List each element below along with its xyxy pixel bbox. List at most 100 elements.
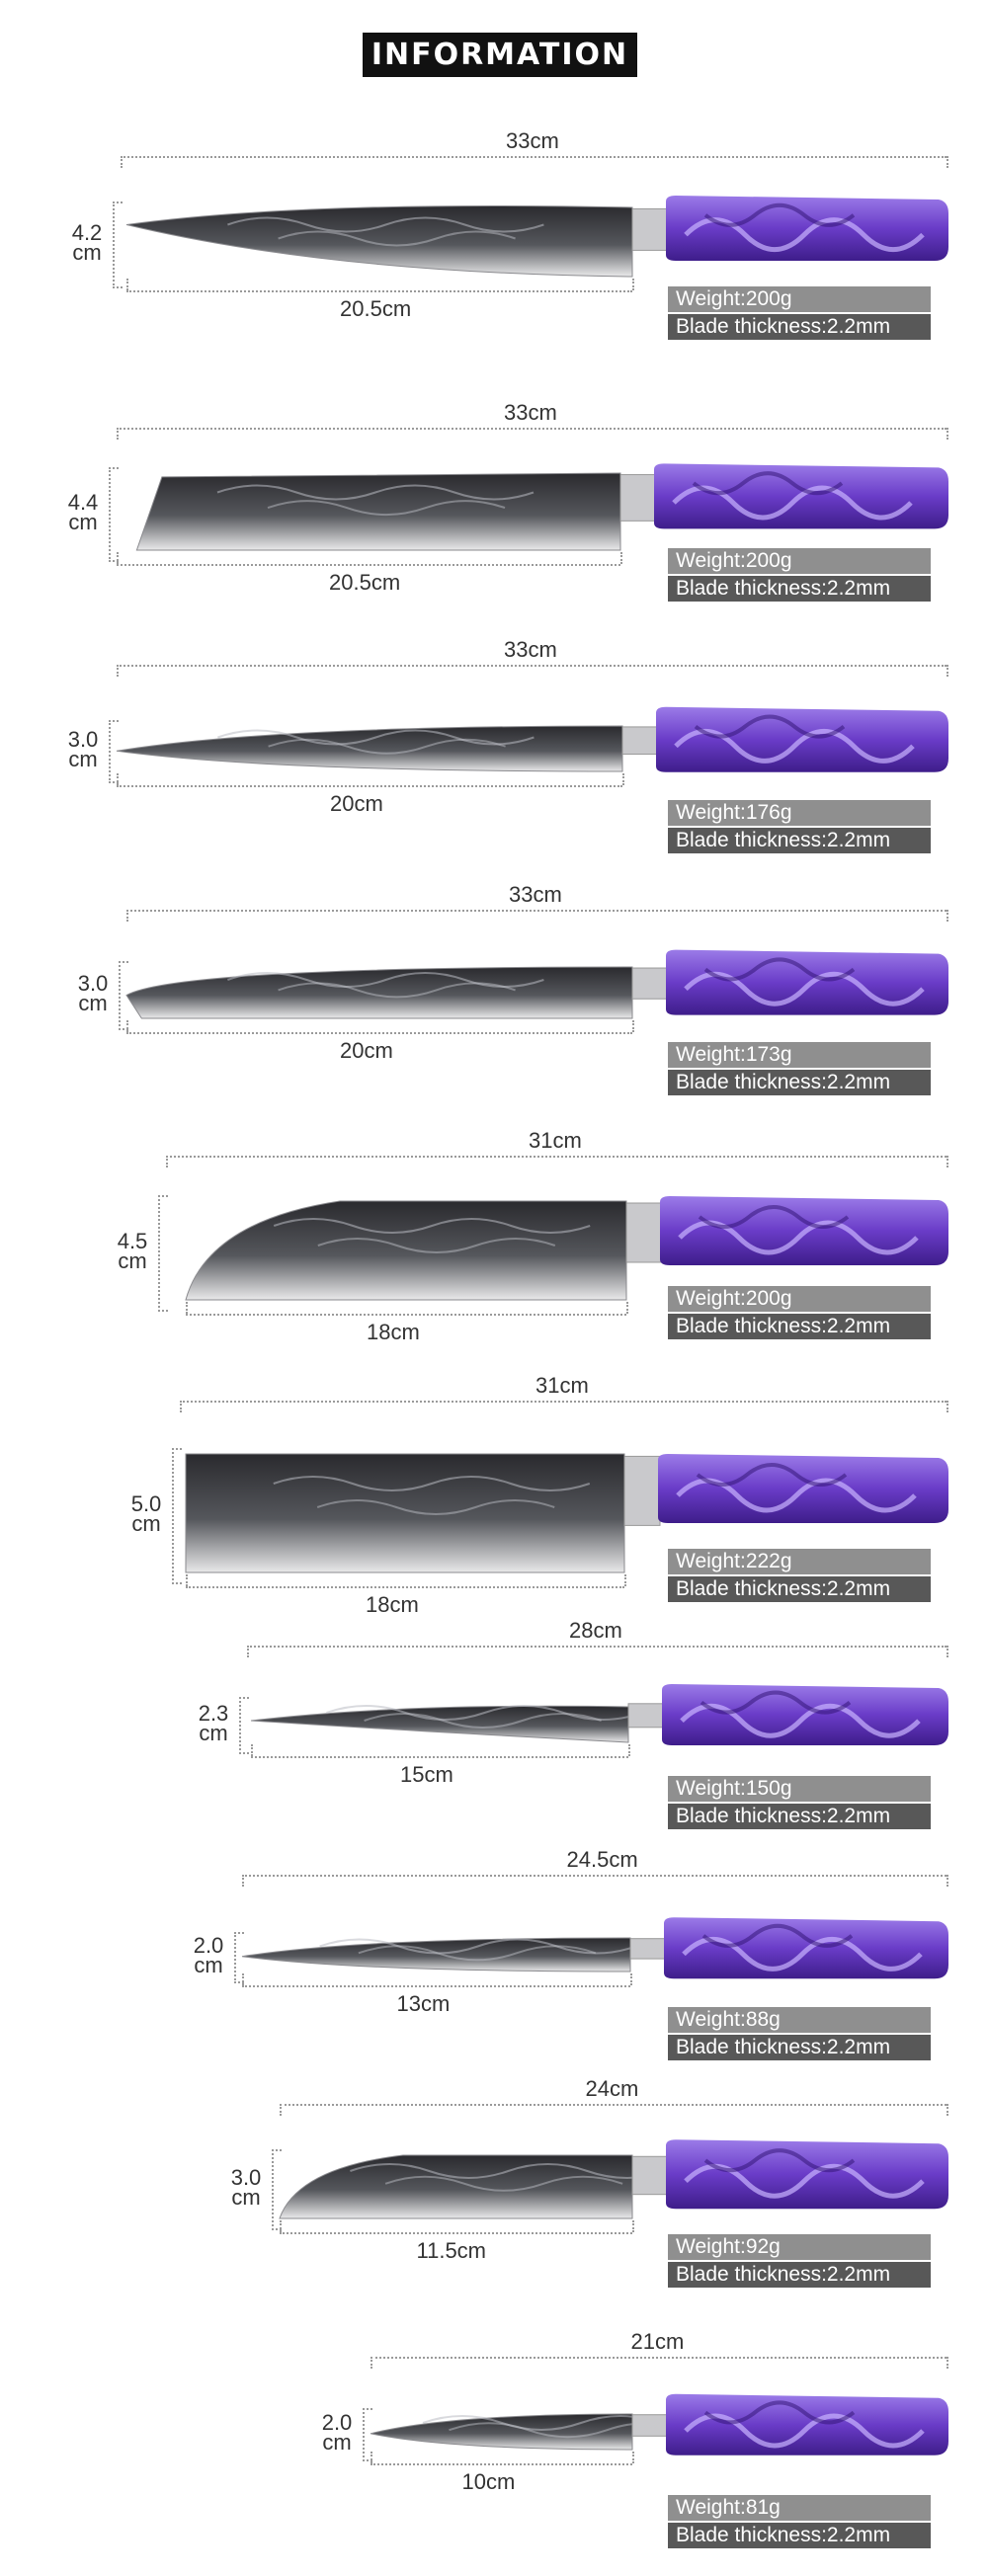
dimension-tick [126, 279, 128, 290]
blade-length-label: 20cm [340, 1038, 393, 1063]
blade-width-value: 3.0 [77, 971, 109, 996]
dimension-tick [166, 1156, 168, 1167]
santoku-icon [185, 1196, 948, 1301]
dimension-tick [947, 910, 948, 922]
overall-length-line [126, 910, 947, 912]
blade-width-bracket [363, 2408, 372, 2461]
dimension-tick [947, 156, 948, 168]
dimension-tick [620, 552, 622, 564]
overall-length-label: 31cm [535, 1373, 589, 1398]
dimension-tick [947, 1401, 948, 1412]
blade-length-label: 18cm [367, 1320, 420, 1344]
blade-width-bracket [272, 2149, 282, 2230]
dimension-tick [117, 665, 119, 677]
dimension-tick [947, 1646, 948, 1657]
utility-icon [241, 1917, 948, 1979]
blade-thickness-label: Blade thickness:2.2mm [668, 1576, 931, 1602]
overall-length-label: 33cm [509, 882, 562, 907]
overall-length-line [280, 2104, 947, 2106]
dimension-tick [947, 2104, 948, 2116]
dimension-tick [947, 2357, 948, 2369]
blade-length-label: 13cm [396, 1991, 451, 2016]
overall-length-line [121, 156, 947, 158]
blade-width-bracket [113, 201, 123, 288]
overall-length-line [180, 1401, 947, 1403]
overall-length-line [117, 428, 947, 430]
blade-width-value: 4.5 [117, 1229, 148, 1253]
overall-length-label: 21cm [630, 2329, 685, 2354]
blade-width-value: 3.0 [230, 2165, 262, 2190]
weight-label: Weight:222g [668, 1549, 931, 1574]
dimension-tick [624, 1574, 626, 1586]
overall-length-label: 24.5cm [566, 1847, 638, 1872]
overall-length-label: 33cm [506, 128, 559, 153]
weight-label: Weight:92g [668, 2234, 931, 2260]
blade-width-value: 4.4 [67, 490, 99, 515]
blade-thickness-label: Blade thickness:2.2mm [668, 828, 931, 853]
blade-length-line [242, 1985, 630, 1987]
blade-width-value: 2.0 [321, 2410, 353, 2435]
blade-length-label: 10cm [461, 2469, 516, 2494]
blade-width-unit: cm [131, 1511, 161, 1536]
blade-width-bracket [158, 1195, 168, 1312]
blade-thickness-label: Blade thickness:2.2mm [668, 2035, 931, 2060]
overall-length-label: 28cm [569, 1618, 622, 1643]
blade-width-unit: cm [199, 1721, 228, 1745]
blade-length-label: 15cm [400, 1762, 453, 1787]
chef-icon [125, 196, 948, 278]
blade-width-bracket [119, 961, 128, 1030]
dimension-tick [186, 1574, 188, 1586]
dimension-tick [947, 665, 948, 677]
overall-length-line [242, 1875, 947, 1877]
overall-length-line [166, 1156, 947, 1158]
weight-label: Weight:173g [668, 1042, 931, 1068]
weight-label: Weight:176g [668, 800, 931, 826]
dimension-tick [251, 1744, 253, 1756]
dimension-tick [117, 428, 119, 440]
blade-width-value: 2.0 [193, 1933, 224, 1958]
blade-width-unit: cm [78, 991, 108, 1015]
dimension-tick [632, 1020, 634, 1032]
blade-width-unit: cm [231, 2185, 261, 2210]
dimension-tick [947, 428, 948, 440]
dimension-tick [370, 2357, 372, 2369]
dimension-tick [126, 910, 128, 922]
blade-length-line [117, 564, 620, 566]
blade-length-label: 20cm [330, 791, 383, 816]
blade-length-label: 20.5cm [340, 296, 412, 321]
dimension-tick [632, 279, 634, 290]
blade-thickness-label: Blade thickness:2.2mm [668, 1804, 931, 1829]
blade-width-unit: cm [68, 510, 98, 534]
blade-length-line [186, 1586, 624, 1588]
boning-icon [250, 1684, 948, 1745]
blade-thickness-label: Blade thickness:2.2mm [668, 576, 931, 602]
dimension-tick [632, 2452, 634, 2463]
slicer-icon [116, 706, 948, 772]
blade-width-value: 5.0 [130, 1491, 162, 1516]
blade-thickness-label: Blade thickness:2.2mm [668, 2262, 931, 2288]
dimension-tick [628, 1744, 630, 1756]
blade-thickness-label: Blade thickness:2.2mm [668, 2523, 931, 2548]
small-santoku-icon [279, 2139, 948, 2219]
blade-width-unit: cm [194, 1953, 223, 1977]
overall-length-line [370, 2357, 947, 2359]
blade-length-label: 20.5cm [329, 570, 401, 595]
blade-width-bracket [234, 1932, 244, 1983]
dimension-tick [117, 552, 119, 564]
dimension-tick [247, 1646, 249, 1657]
blade-width-bracket [109, 467, 119, 562]
blade-width-unit: cm [72, 240, 102, 265]
dimension-tick [242, 1875, 244, 1887]
weight-label: Weight:200g [668, 286, 931, 312]
